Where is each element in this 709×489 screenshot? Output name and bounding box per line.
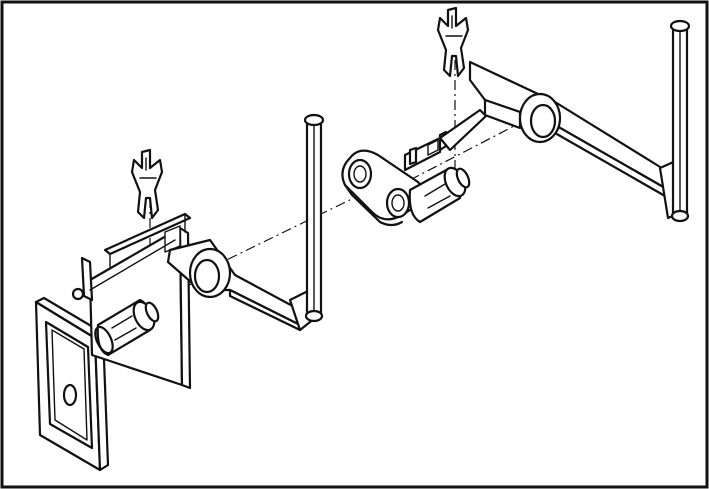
- left-vertical-rod: [303, 113, 325, 323]
- right-retaining-clip: [436, 6, 470, 78]
- right-crank-arm: [468, 60, 684, 220]
- left-retaining-clip: [130, 148, 164, 220]
- right-shaft-coupling: [408, 166, 471, 224]
- bezel-plate: [34, 296, 110, 472]
- left-shaft-coupling: [94, 298, 160, 357]
- right-bracket: [403, 108, 488, 172]
- center-link: [341, 149, 425, 227]
- left-crank-arm: [166, 238, 317, 332]
- right-vertical-rod: [669, 19, 691, 223]
